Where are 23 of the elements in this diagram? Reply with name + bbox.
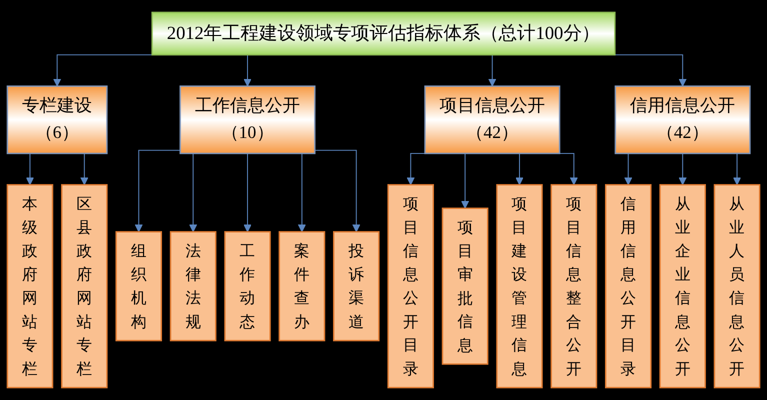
- node-box: 项目信息公开目录: [387, 184, 434, 388]
- node-box: 项目建设管理信息: [496, 184, 543, 388]
- node-box: 区县政府网站专栏: [61, 184, 108, 388]
- node-box: 从业人员信息公开: [714, 184, 760, 388]
- node-box: 法律法规: [170, 231, 216, 342]
- node-box: 投诉渠道: [333, 231, 380, 342]
- node-box: 从业企业信息公开: [659, 184, 706, 388]
- node-box: 组织机构: [115, 231, 162, 342]
- node-box: 项目审批信息: [442, 208, 488, 365]
- arrow: [314, 150, 360, 232]
- node-box: 本级政府网站专栏: [6, 184, 54, 388]
- node-box: 项目信息公开 （42）: [424, 85, 560, 154]
- node-box: 项目信息整合公开: [550, 184, 598, 388]
- node-box: 案件查办: [278, 231, 326, 342]
- node-box: 信用信息公开目录: [604, 184, 652, 388]
- node-box: 工作信息公开 （10）: [180, 85, 316, 154]
- node-box: 2012年工程建设领域专项评估指标体系（总计100分）: [151, 12, 616, 56]
- node-box: 信用信息公开 （42）: [614, 85, 751, 154]
- node-box: 专栏建设 （6）: [6, 85, 108, 154]
- arrow: [243, 152, 252, 232]
- arrow: [134, 150, 181, 232]
- node-box: 工作动态: [224, 231, 271, 342]
- arrow: [678, 152, 687, 186]
